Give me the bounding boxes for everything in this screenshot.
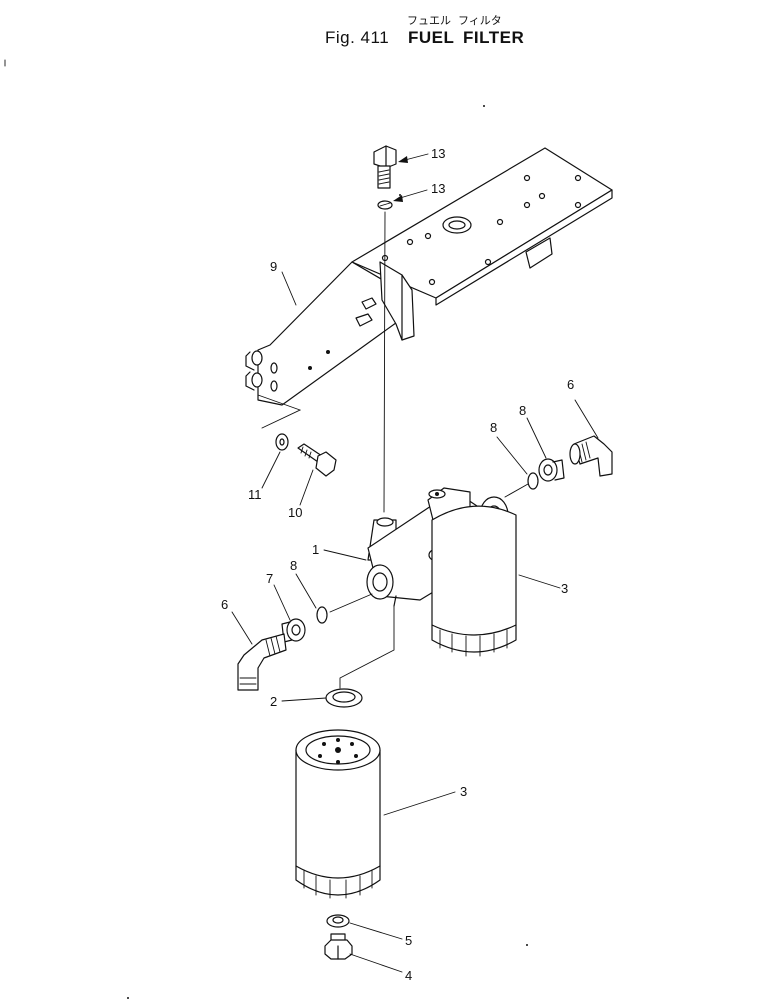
callout-6-right: 6	[567, 377, 574, 392]
elbow-part-6-left	[237, 633, 287, 691]
drain-plug-part-4	[324, 933, 353, 960]
callout-2: 2	[270, 694, 277, 709]
title-fuel: FUEL	[408, 28, 455, 47]
callout-5: 5	[405, 933, 412, 948]
title-jp-fuel: フュエル	[407, 15, 451, 27]
callout-13: 13	[431, 181, 445, 196]
washer-part-5	[326, 914, 350, 928]
figure-number: Fig. 411	[325, 28, 390, 47]
leader-bolt-line	[257, 394, 302, 429]
callout-11: 11	[248, 487, 262, 502]
o-ring-part-8-left	[316, 606, 328, 624]
center-line	[383, 211, 386, 513]
washer-part-11	[275, 433, 289, 451]
center-line	[504, 483, 529, 498]
callout-12: 13	[431, 146, 445, 161]
adapter-part-7-right	[538, 458, 565, 482]
filter-lower-part-3	[295, 729, 381, 899]
gasket-part-2	[325, 688, 363, 708]
filter-upper-part-3	[431, 505, 517, 657]
adapter-part-7-left	[281, 618, 306, 643]
callout-6-left: 6	[221, 597, 228, 612]
bolt-part-12	[373, 145, 397, 189]
callout-9: 9	[270, 259, 277, 274]
center-line	[339, 605, 395, 689]
callout-3-upper: 3	[561, 581, 568, 596]
elbow-part-6-right	[569, 435, 613, 477]
bracket-part-9	[245, 147, 613, 406]
o-ring-part-8-right	[527, 472, 539, 490]
callout-4: 4	[405, 968, 412, 983]
callout-7-right: 8	[519, 403, 526, 418]
washer-part-13	[377, 200, 393, 210]
stray-marks	[4, 59, 528, 999]
callout-7-left: 7	[266, 571, 273, 586]
title-filter: FILTER	[463, 28, 525, 47]
leader-lines	[231, 153, 599, 973]
title-jp-filter: フィルタ	[458, 15, 502, 27]
callout-10: 10	[288, 505, 302, 520]
center-line	[329, 593, 373, 613]
bolt-part-10	[297, 443, 337, 477]
callout-3-lower: 3	[460, 784, 467, 799]
callout-8-right: 8	[490, 420, 497, 435]
callout-1: 1	[312, 542, 319, 557]
callout-8-left: 8	[290, 558, 297, 573]
